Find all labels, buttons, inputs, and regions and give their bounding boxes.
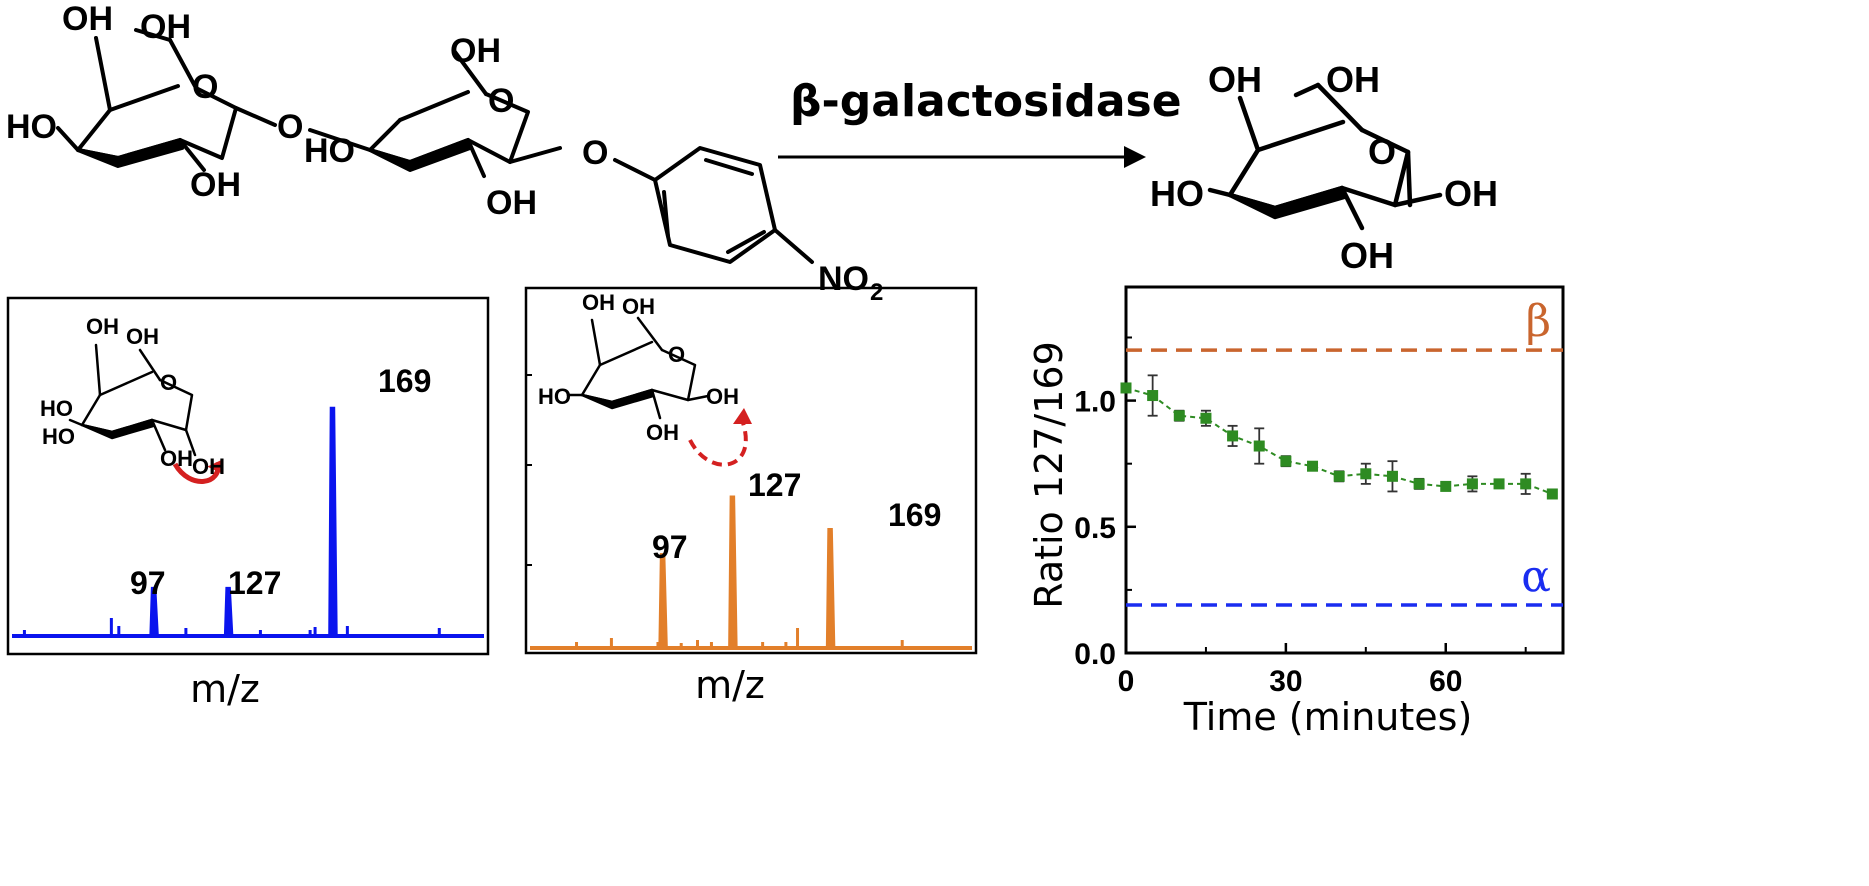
spectrum-left-peak-label-2: 127 xyxy=(228,565,281,601)
spectrum-middle-peak-label-1: 97 xyxy=(652,529,688,565)
left-trace-peak-169 xyxy=(328,406,338,637)
data-point-5 xyxy=(1253,440,1265,452)
product-label-5: OH xyxy=(1444,173,1498,214)
ratio-chart: 0 30 60 0.0 0.5 1.0 β α Ratio 127/169 Time (min… xyxy=(1027,285,1565,739)
product-label-6: OH xyxy=(1340,235,1394,276)
data-point-13 xyxy=(1466,478,1478,490)
spectrum-left-inset-structure xyxy=(68,343,197,457)
spectrum-middle-frame xyxy=(524,286,978,655)
spectrum-left-trace xyxy=(12,406,484,638)
spectrum-middle-inset-structure xyxy=(566,316,710,420)
spectrum-left-inset-label-1: OH xyxy=(86,314,119,339)
data-point-2 xyxy=(1173,410,1185,422)
data-point-10 xyxy=(1386,470,1398,482)
spectrum-middle-peak-label-3: 169 xyxy=(888,497,941,533)
y-tick-label-0.5: 0.5 xyxy=(1074,512,1116,545)
product-label-4: HO xyxy=(1150,173,1204,214)
substrate-structure xyxy=(56,28,814,264)
y-tick-label-1.0: 1.0 xyxy=(1074,386,1116,419)
data-point-7 xyxy=(1307,460,1319,472)
data-point-8 xyxy=(1333,470,1345,482)
spectrum-middle-xlabel: m/z xyxy=(695,663,765,707)
spectrum-left-inset-label-2: OH xyxy=(126,324,159,349)
substrate-label-8: HO xyxy=(304,132,355,170)
data-point-16 xyxy=(1546,488,1558,500)
product-labels: OH OH O HO OH OH xyxy=(1150,59,1498,276)
data-point-12 xyxy=(1440,480,1452,492)
spectrum-middle-inset-label-6: OH xyxy=(646,420,679,445)
data-point-6 xyxy=(1280,455,1292,467)
substrate-labels: OH OH O OH HO O OH HO O OH O NO 2 xyxy=(6,0,883,306)
substrate-label-11: O xyxy=(582,134,608,172)
substrate-label-5: HO xyxy=(6,108,57,146)
mid-trace-peak-127 xyxy=(728,495,738,649)
data-point-15 xyxy=(1520,478,1532,490)
left-trace-peak-97 xyxy=(149,586,159,637)
substrate-label-6: O xyxy=(277,108,303,146)
spectrum-middle-trace xyxy=(530,495,972,650)
spectrum-middle-inset-label-3: O xyxy=(668,342,685,367)
spectrum-middle-dashed-arrow xyxy=(688,419,748,467)
spectrum-left-peak-label-1: 97 xyxy=(130,565,166,601)
spectrum-left-arrowhead xyxy=(207,458,224,474)
spectrum-middle-inset-label-5: OH xyxy=(706,384,739,409)
data-point-14 xyxy=(1493,478,1505,490)
spectrum-left-xlabel: m/z xyxy=(190,667,260,711)
substrate-label-7: OH xyxy=(190,166,241,204)
spectrum-left-panel: 97 127 169 m/z OH OH O HO HO OH OH xyxy=(6,296,490,711)
substrate-label-12: NO xyxy=(818,260,869,298)
data-point-9 xyxy=(1360,468,1372,480)
product-label-1: OH xyxy=(1208,59,1262,100)
ratio-chart-ylabel: Ratio 127/169 xyxy=(1027,341,1071,609)
left-trace-peak-127 xyxy=(223,586,234,637)
data-point-4 xyxy=(1227,430,1239,442)
spectrum-left-frame xyxy=(6,296,490,656)
spectrum-middle-inset-label-2: OH xyxy=(622,294,655,319)
mid-trace-peak-169 xyxy=(825,527,836,649)
data-point-3 xyxy=(1200,412,1212,424)
spectrum-left-peak-label-3: 169 xyxy=(378,363,431,399)
y-tick-label-0.0: 0.0 xyxy=(1074,638,1116,671)
spectrum-left-inset-label-5: HO xyxy=(42,424,75,449)
spectrum-left-inset-label-3: O xyxy=(160,370,177,395)
ratio-chart-marks: 0 30 60 0.0 0.5 1.0 β α xyxy=(1074,296,1563,698)
product-label-3: O xyxy=(1368,131,1396,172)
spectrum-middle-inset-label-4: HO xyxy=(538,384,571,409)
substrate-label-9: O xyxy=(488,82,514,120)
data-point-0 xyxy=(1120,382,1132,394)
x-tick-label-0: 0 xyxy=(1118,665,1135,698)
spectrum-middle-peak-label-2: 127 xyxy=(748,467,801,503)
spectrum-left-inset-label-6: OH xyxy=(160,446,193,471)
spectrum-left-inset-label-4: HO xyxy=(40,396,73,421)
reference-line-label-0: β xyxy=(1526,296,1551,347)
substrate-label-13: 2 xyxy=(870,279,883,306)
spectrum-middle-panel: 97 127 169 m/z OH OH O HO OH OH xyxy=(524,286,978,707)
data-point-11 xyxy=(1413,478,1425,490)
substrate-label-10: OH xyxy=(486,184,537,222)
substrate-label-1: OH xyxy=(62,0,113,38)
spectrum-middle-inset-label-1: OH xyxy=(582,290,615,315)
x-tick-label-60: 60 xyxy=(1429,665,1462,698)
substrate-label-4: OH xyxy=(450,32,501,70)
enzyme-label: β-galactosidase xyxy=(790,76,1182,127)
spectrum-left-inset-label-7: OH xyxy=(192,454,225,479)
product-structure xyxy=(1207,82,1443,231)
ratio-chart-frame xyxy=(1124,285,1565,655)
x-tick-label-30: 30 xyxy=(1269,665,1302,698)
ratio-chart-xlabel: Time (minutes) xyxy=(1183,695,1473,739)
substrate-label-2: OH xyxy=(140,8,191,46)
mid-trace-peak-97 xyxy=(658,553,668,649)
reaction-arrowhead xyxy=(1124,146,1146,168)
data-point-1 xyxy=(1147,390,1159,402)
reference-line-label-1: α xyxy=(1521,551,1551,602)
spectrum-middle-arrowhead xyxy=(733,408,752,424)
product-label-2: OH xyxy=(1326,59,1380,100)
substrate-label-3: O xyxy=(192,68,218,106)
